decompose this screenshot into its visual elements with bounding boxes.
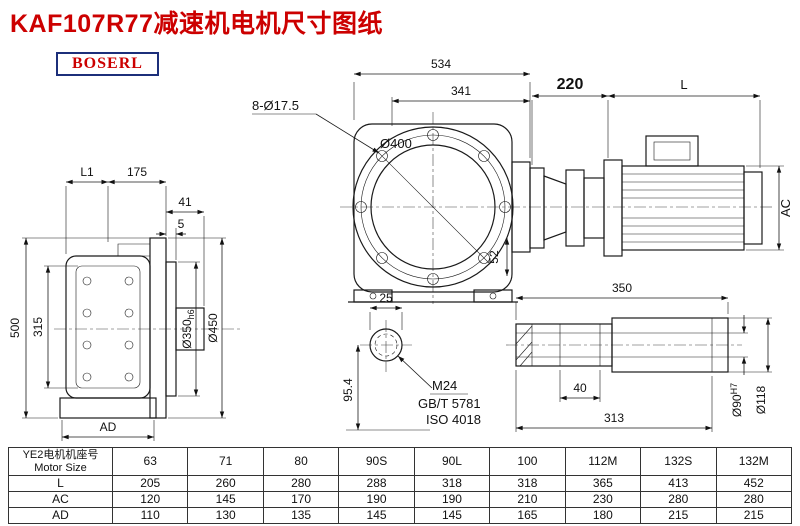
side-foot — [59, 397, 157, 419]
dimension-table: YE2电机机座号 Motor Size 63 71 80 90S 90L 100… — [8, 447, 792, 524]
table-header-cell: 132M — [715, 447, 792, 476]
bolt-circle — [360, 134, 506, 280]
table-header-cell: 112M — [564, 447, 642, 476]
label-standard-iso: ISO 4018 — [426, 412, 481, 427]
dim-220: 220 — [557, 76, 584, 93]
dim-motor-AC: AC — [778, 199, 793, 217]
table-cell: 190 — [338, 491, 415, 508]
page-title: KAF107R77减速机电机尺寸图纸 — [10, 10, 383, 38]
table-cell: 180 — [564, 507, 642, 524]
table-cell: 318 — [413, 475, 491, 492]
table-cell: 413 — [640, 475, 717, 492]
input-shaft-detail: 25 95.4 M24 GB/T 5781 ISO 4018 — [341, 291, 481, 431]
input-shaft-circle — [369, 328, 403, 362]
table-cell: 452 — [715, 475, 792, 492]
table-row-AD: AD 110 130 135 145 145 165 180 215 215 — [8, 507, 792, 524]
dim-175: 175 — [127, 165, 147, 179]
table-cell: 145 — [187, 491, 264, 508]
dim-flange-od: Ø450 — [206, 313, 220, 343]
motor-flange — [603, 159, 623, 257]
motor-size-label-cn: YE2电机机座号 — [22, 448, 99, 461]
label-thread-M24: M24 — [432, 378, 457, 393]
side-flange — [149, 237, 167, 419]
terminal-box — [645, 135, 699, 167]
motor-size-label-en: Motor Size — [34, 461, 87, 474]
table-header-cell: 90S — [338, 447, 415, 476]
table-row-AC: AC 120 145 170 190 190 210 230 280 280 — [8, 491, 792, 508]
dim-52: 52 — [487, 250, 501, 264]
table-header-motor-size: YE2电机机座号 Motor Size — [8, 447, 113, 476]
table-header-cell: 71 — [187, 447, 264, 476]
dim-315: 315 — [31, 317, 45, 337]
side-housing — [65, 255, 151, 399]
table-cell: 145 — [413, 507, 491, 524]
table-cell: 190 — [413, 491, 491, 508]
motor-view: 220 L AC — [529, 76, 793, 257]
label-standard-gb: GB/T 5781 — [418, 396, 481, 411]
table-header-row: YE2电机机座号 Motor Size 63 71 80 90S 90L 100… — [8, 447, 792, 476]
dim-40: 40 — [573, 381, 587, 395]
shaft-body — [611, 317, 729, 373]
table-cell: 210 — [489, 491, 566, 508]
adapter-bell — [543, 175, 567, 241]
table-cell: 280 — [715, 491, 792, 508]
side-view: L1 175 41 5 500 315 AD — [8, 165, 226, 441]
table-header-cell: 90L — [413, 447, 491, 476]
motor-body — [621, 165, 745, 251]
dim-L1: L1 — [80, 165, 94, 179]
centerlines — [54, 112, 772, 372]
table-header-cell: 100 — [489, 447, 566, 476]
output-shaft-detail: 350 40 313 Ø90H7 Ø118 — [515, 281, 772, 432]
table-cell: 215 — [715, 507, 792, 524]
table-cell: 130 — [187, 507, 264, 524]
dim-motor-L: L — [680, 77, 687, 92]
side-shaft-stub — [175, 307, 205, 351]
row-label: L — [8, 475, 113, 492]
table-cell: 215 — [640, 507, 717, 524]
table-header-cell: 132S — [640, 447, 717, 476]
dim-spigot-diameter: Ø350h6 — [180, 309, 196, 348]
dim-95-4: 95.4 — [341, 378, 355, 402]
table-cell: 280 — [640, 491, 717, 508]
dim-bolt-pattern: 8-Ø17.5 — [252, 98, 299, 113]
flange-inner-circle — [370, 144, 496, 270]
dim-534: 534 — [431, 57, 451, 71]
table-cell: 280 — [262, 475, 340, 492]
dim-5: 5 — [178, 217, 185, 231]
dim-outer-diameter: Ø118 — [754, 385, 768, 414]
fan-cowl — [743, 171, 763, 245]
table-cell: 205 — [111, 475, 189, 492]
flange-outer-circle — [352, 126, 514, 288]
table-cell: 145 — [338, 507, 415, 524]
table-header-cell: 80 — [262, 447, 340, 476]
dim-AD: AD — [100, 420, 117, 434]
dim-bore-diameter: Ø90H7 — [729, 383, 744, 417]
dim-flange-diameter: Ø400 — [380, 136, 412, 151]
dim-41: 41 — [178, 195, 192, 209]
table-cell: 318 — [489, 475, 566, 492]
row-label: AD — [8, 507, 113, 524]
table-cell: 170 — [262, 491, 340, 508]
table-cell: 110 — [111, 507, 189, 524]
dim-341: 341 — [451, 84, 471, 98]
table-header-cell: 63 — [111, 447, 189, 476]
table-cell: 230 — [564, 491, 642, 508]
row-label: AC — [8, 491, 113, 508]
dim-350: 350 — [612, 281, 632, 295]
dim-25: 25 — [379, 291, 393, 305]
front-view: 534 341 8-Ø17.5 Ø400 52 — [252, 57, 531, 303]
technical-drawing: 534 341 8-Ø17.5 Ø400 52 — [8, 57, 793, 441]
table-cell: 365 — [564, 475, 642, 492]
table-cell: 120 — [111, 491, 189, 508]
brand-logo-text: BOSERL — [72, 55, 143, 72]
brand-logo: BOSERL — [56, 52, 159, 76]
table-cell: 260 — [187, 475, 264, 492]
table-row-L: L 205 260 280 288 318 318 365 413 452 — [8, 475, 792, 492]
table-cell: 288 — [338, 475, 415, 492]
dim-500: 500 — [8, 318, 22, 338]
table-cell: 165 — [489, 507, 566, 524]
table-cell: 135 — [262, 507, 340, 524]
dim-313: 313 — [604, 411, 624, 425]
